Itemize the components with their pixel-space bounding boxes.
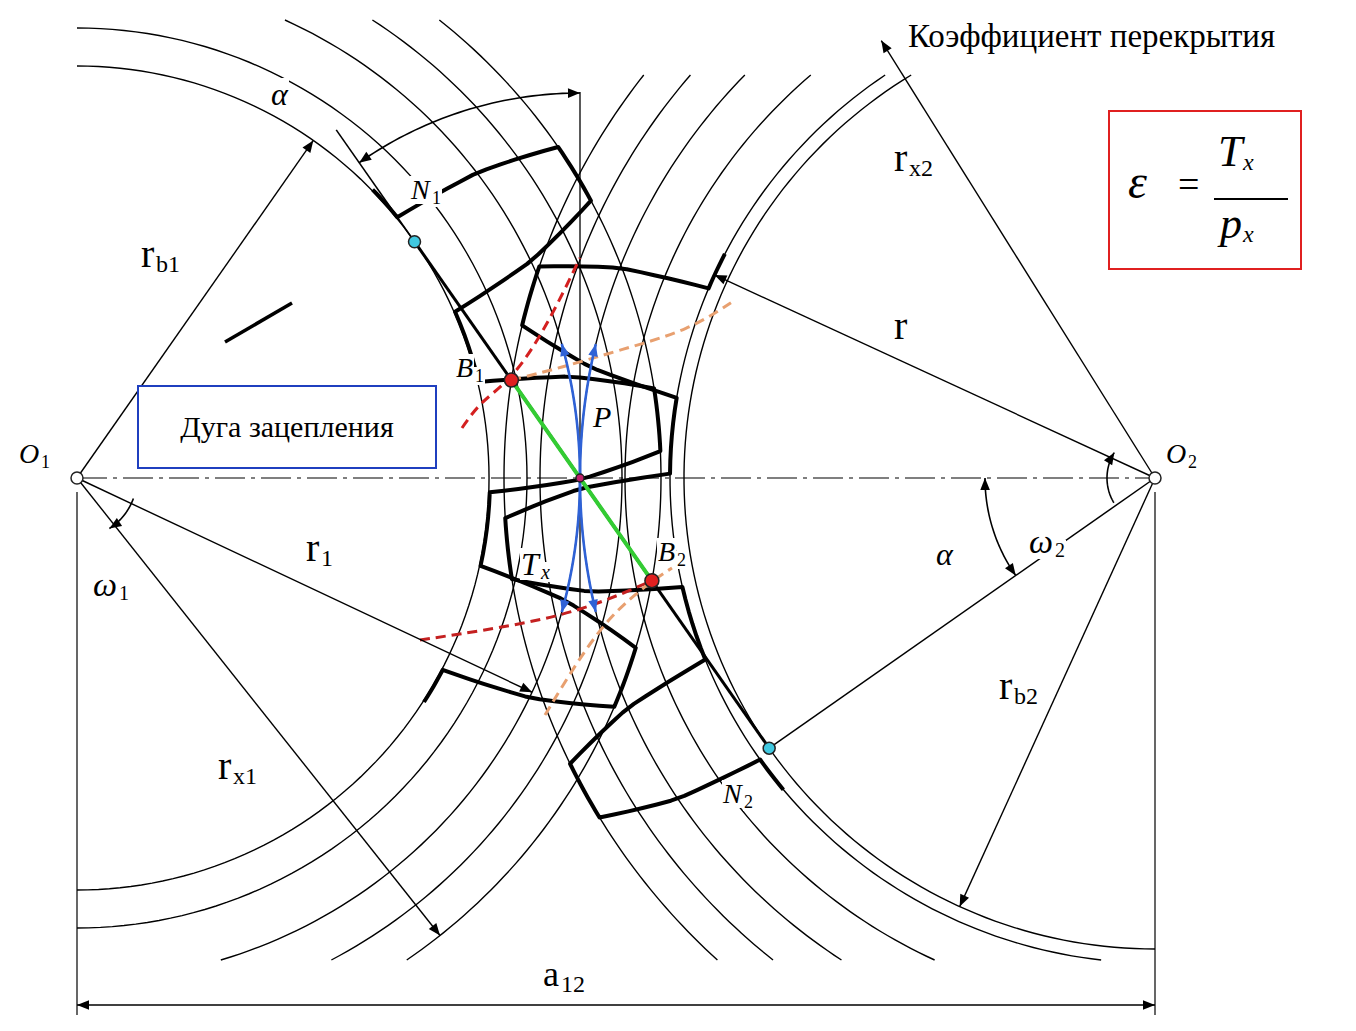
symbol-label: O [18,440,40,468]
symbol-label: a [542,956,560,992]
symbol-label: r [305,528,320,568]
normal-line [579,92,580,660]
profile-trace [511,300,735,380]
dimension-line [960,478,1155,907]
symbol-label: α [270,78,289,110]
gear-teeth [505,254,783,818]
symbol-label: T [520,548,540,580]
line-of-action [336,130,414,242]
angle-arc [985,478,1016,576]
gear-circle [670,75,1101,960]
panel-heading: Коэффициент перекрытия [908,20,1275,53]
radius-line [769,478,1155,748]
center-point [1149,472,1161,484]
symbol-label: O [1165,440,1187,468]
fraction-bar [1214,198,1288,200]
gear-circle [684,75,1155,949]
subscript: 12 [560,972,586,996]
formula-symbol: x [1243,222,1254,246]
symbol-label: B [455,354,474,382]
gear-circle [504,75,717,960]
symbol-label: r [998,666,1013,706]
subscript: b1 [155,252,181,276]
symbol-label: ω [92,568,118,602]
symbol-label: ω [1028,525,1054,559]
profile-trace [420,581,652,640]
dimension-line [77,478,440,935]
center-point [71,472,83,484]
pitch-point [576,474,584,482]
subscript: 1 [320,546,334,570]
subscript: x2 [908,156,934,180]
extension-line [1154,492,1155,1015]
subscript: 2 [1054,540,1066,560]
subscript: 1 [118,583,130,603]
symbol-label: α [935,538,954,570]
subscript: 1 [474,367,485,385]
profile-trace [462,258,580,428]
line-of-action [415,242,770,748]
gear-circle [540,75,773,960]
symbol-label: r [217,746,232,786]
leader-line [225,303,292,342]
subscript: x [540,562,551,582]
symbol-label: B [657,538,676,566]
gear-circle [221,20,580,960]
angle-arc [359,93,580,163]
tangent-point [763,742,775,754]
contact-point [645,574,659,588]
dimension-line [881,41,1155,478]
subscript: 1 [40,453,51,471]
symbol-label: r [893,138,908,178]
symbol-label: N [722,780,743,808]
dimension-line [77,1004,1155,1005]
subscript: 1 [431,189,442,207]
gear-circle [407,20,661,960]
gear-circle [580,75,841,960]
symbol-label: r [140,234,155,274]
subscript: b2 [1013,684,1039,708]
dimension-line [715,275,1155,478]
symbol-label: N [410,176,431,204]
tangent-point [409,236,421,248]
arc-of-action [562,478,580,612]
dimension-line [77,478,532,692]
active-line-of-action [511,380,651,581]
subscript: 2 [743,793,754,811]
caption-box: Дуга зацепления [137,385,437,469]
subscript: 2 [1187,453,1198,471]
formula-symbol: = [1178,165,1199,203]
symbol-label: r [893,306,908,346]
formula-symbol: x [1243,150,1254,174]
subscript: x1 [232,764,258,788]
caption-text: Дуга зацепления [180,411,393,443]
profile-trace [545,568,672,715]
formula-symbol: p [1220,202,1242,246]
coefficient-panel: Коэффициент перекрытияε=Txpx [900,18,1350,276]
center-line [77,477,1155,478]
subscript: 2 [676,551,687,569]
formula-symbol: T [1218,130,1242,174]
symbol-label: P [592,402,612,432]
gear-circle [625,75,935,960]
formula-symbol: ε [1128,158,1147,206]
extension-line [76,492,77,1015]
angle-arc [1107,453,1114,503]
contact-point [504,373,518,387]
